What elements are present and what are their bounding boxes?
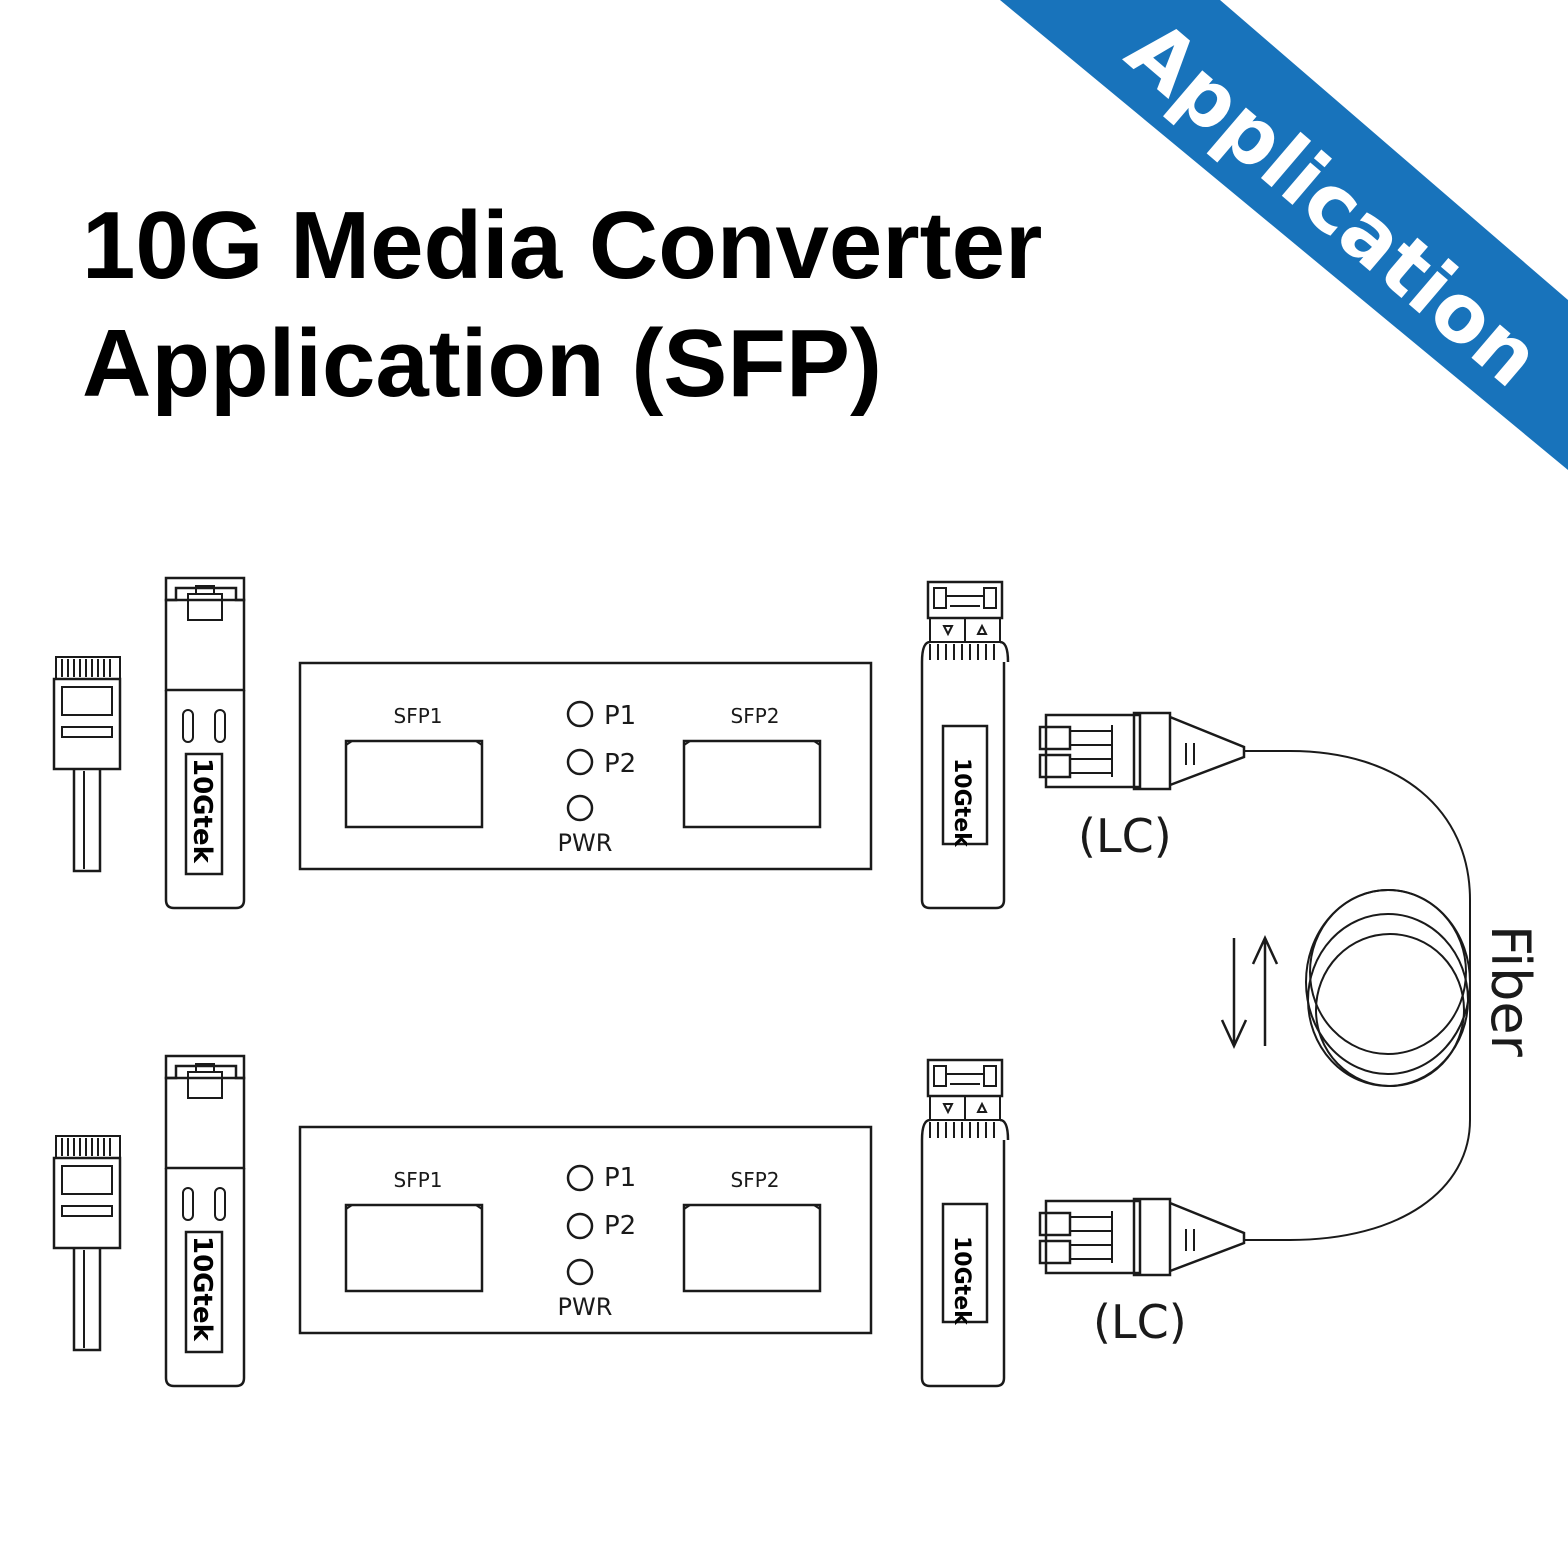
optical-sfp-module-icon: [920, 580, 1010, 910]
media-converter-top: SFP1 SFP2 P1 P2 PWR: [298, 661, 873, 871]
banner-label: Application: [1109, 3, 1557, 405]
led-label-pwr: PWR: [558, 1293, 613, 1321]
bidirectional-arrows-icon: [1220, 935, 1279, 1049]
rj45-plug-icon: [52, 1134, 122, 1352]
module-brand-label: 10Gtek: [187, 1236, 217, 1342]
media-converter-bottom: SFP1 SFP2 P1 P2 PWR: [298, 1125, 873, 1335]
lc-duplex-connector-icon: [1038, 1197, 1246, 1277]
led-label-pwr: PWR: [558, 829, 613, 857]
module-brand-label: 10Gtek: [949, 758, 974, 848]
led-label-p2: P2: [604, 749, 636, 779]
optical-sfp-module-icon: [920, 1058, 1010, 1388]
led-label-p2: P2: [604, 1211, 636, 1241]
port-label-sfp2: SFP2: [731, 704, 780, 728]
connector-label-bottom: (LC): [1093, 1295, 1187, 1349]
fiber-label: Fiber: [1479, 925, 1542, 1058]
rj45-plug-icon: [52, 655, 122, 873]
lc-duplex-connector-icon: [1038, 711, 1246, 791]
port-label-sfp1: SFP1: [394, 704, 443, 728]
led-label-p1: P1: [604, 1163, 636, 1193]
fiber-coil-icon: [1244, 750, 1471, 1241]
led-label-p1: P1: [604, 701, 636, 731]
port-label-sfp1: SFP1: [394, 1168, 443, 1192]
module-brand-label: 10Gtek: [187, 758, 217, 864]
page-title-line-2: Application (SFP): [82, 310, 882, 417]
page-title-line-1: 10G Media Converter: [82, 192, 1042, 299]
application-banner: Application: [1000, 0, 1568, 470]
connector-label-top: (LC): [1078, 809, 1172, 863]
port-label-sfp2: SFP2: [731, 1168, 780, 1192]
module-brand-label: 10Gtek: [949, 1236, 974, 1326]
